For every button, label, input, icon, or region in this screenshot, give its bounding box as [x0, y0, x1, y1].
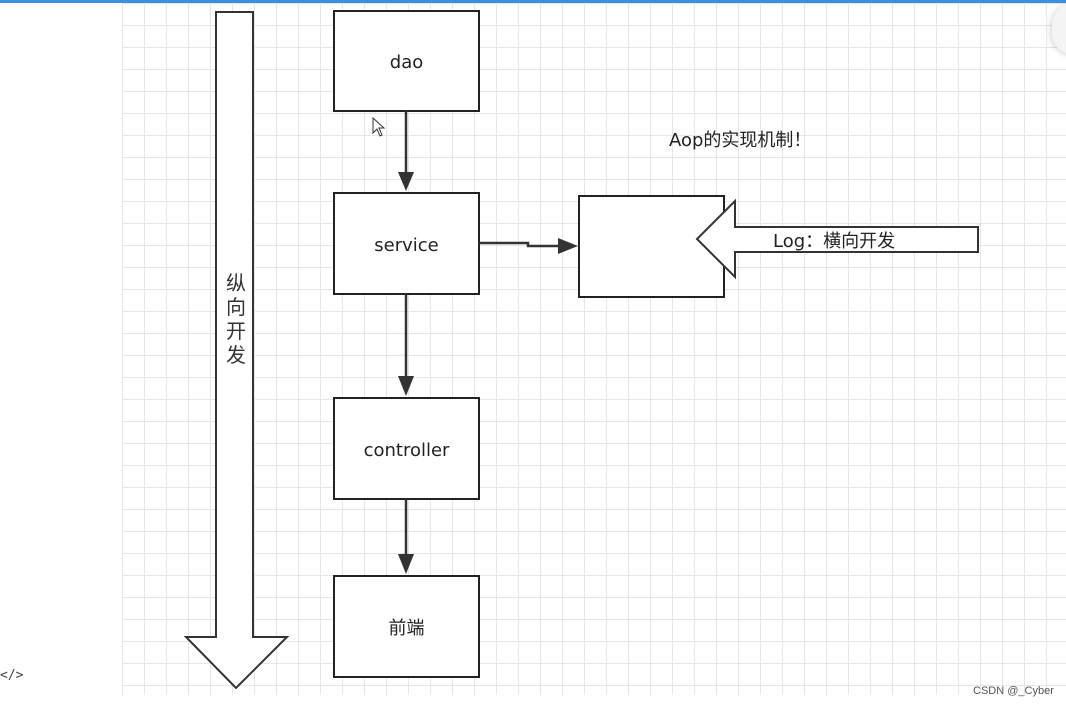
- top-accent-bar: [0, 0, 1066, 3]
- controller-label: controller: [364, 440, 450, 461]
- vertical-label-char-4: 发: [226, 343, 246, 367]
- grid-background: [122, 3, 1066, 695]
- log-horizontal-arrow: [695, 198, 979, 280]
- log-arrow-label: Log：横向开发: [773, 231, 895, 252]
- side-panel-toggle-button[interactable]: [1052, 4, 1066, 54]
- dao-box: [333, 10, 480, 112]
- service-label: service: [374, 235, 438, 256]
- code-view-icon[interactable]: </>: [0, 668, 24, 683]
- controller-box: [333, 397, 480, 500]
- service-to-aspect-arrowhead: [558, 238, 578, 254]
- aop-title: Aop的实现机制！: [669, 130, 811, 151]
- mouse-cursor-icon: [372, 116, 386, 137]
- service-box: [333, 192, 480, 295]
- controller-to-frontend-arrowhead: [398, 554, 414, 574]
- aspect-box: [578, 195, 725, 298]
- dao-label: dao: [390, 52, 423, 73]
- vertical-label-char-1: 纵: [226, 271, 246, 295]
- service-to-aspect-line: [479, 241, 560, 248]
- service-to-controller-arrowhead: [398, 376, 414, 396]
- watermark: CSDN @_Cyber: [973, 685, 1054, 697]
- frontend-box: [333, 575, 480, 678]
- vertical-label-char-3: 开: [226, 319, 246, 343]
- frontend-label: 前端: [389, 618, 425, 639]
- vertical-development-arrow: [183, 11, 290, 690]
- dao-to-service-arrowhead: [398, 172, 414, 191]
- vertical-label-char-2: 向: [226, 295, 246, 319]
